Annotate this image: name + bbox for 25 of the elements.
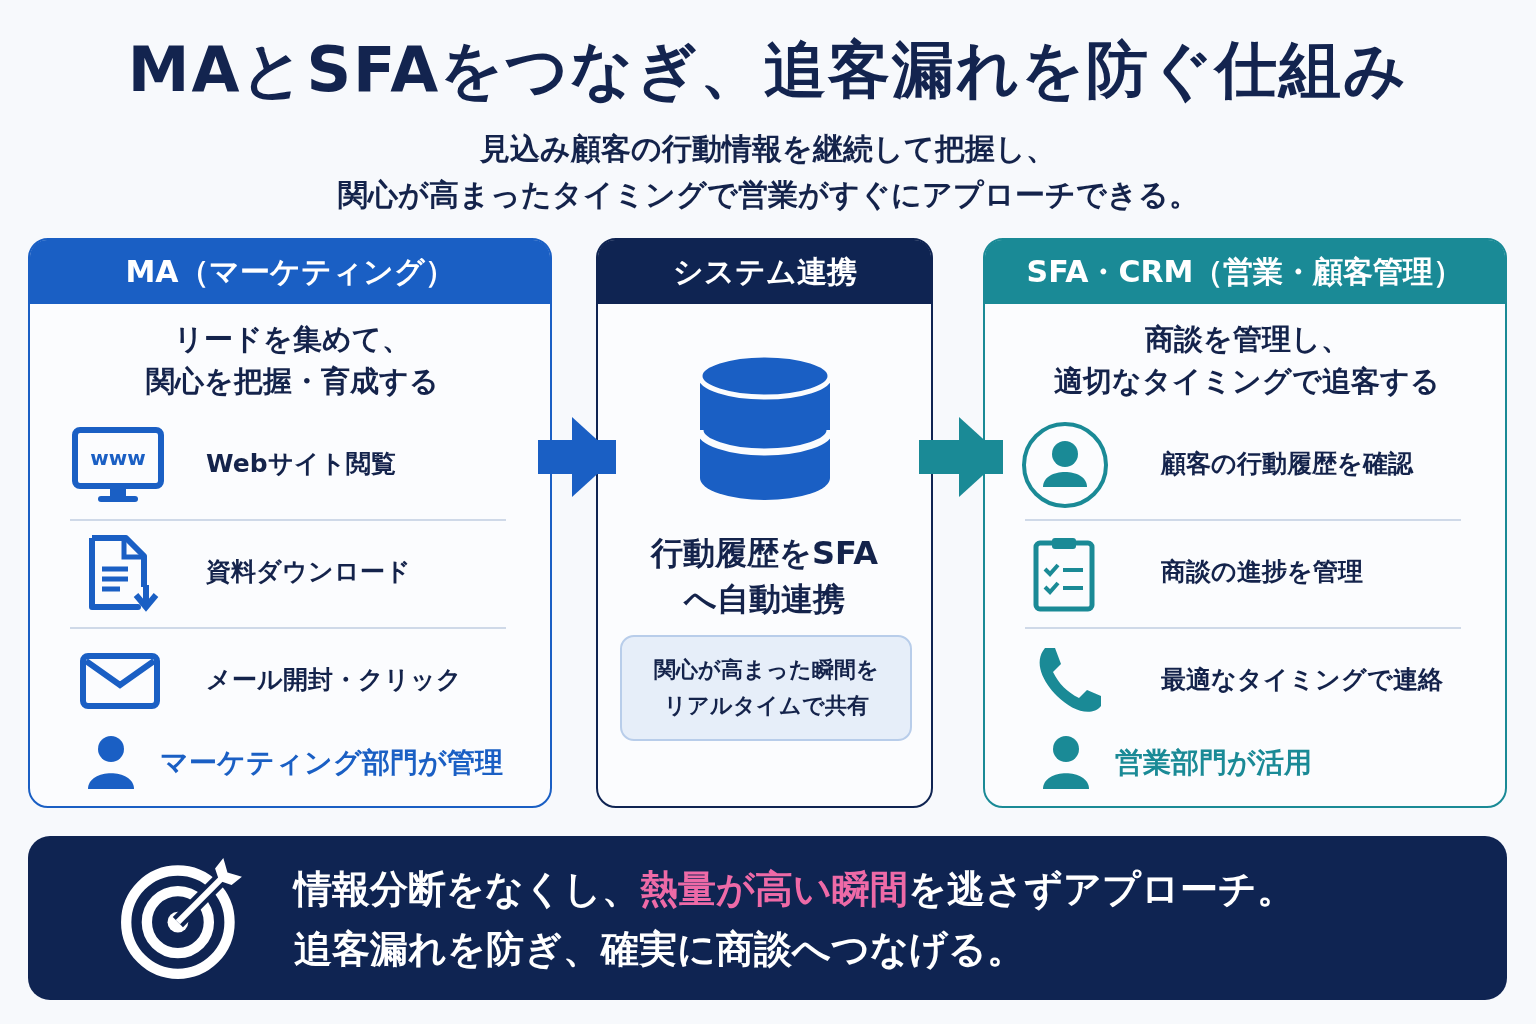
item-text: 資料ダウンロード <box>206 556 411 588</box>
item-text: メール開封・クリック <box>206 664 462 696</box>
team-text: 営業部門が活用 <box>1115 745 1312 781</box>
message-banner <box>28 836 1507 1000</box>
panel-card <box>983 238 1507 808</box>
item-text: Webサイト閲覧 <box>206 448 396 480</box>
arrow <box>538 417 616 497</box>
arrow <box>919 417 1003 497</box>
highlight-box: 関心が高まった瞬間をリアルタイムで共有 <box>620 635 912 741</box>
item-text: 商談の進捗を管理 <box>1161 556 1363 588</box>
item-text: 顧客の行動履歴を確認 <box>1161 448 1413 480</box>
message-text: 情報分断をなくし、熱量が高い瞬間を逃さずアプローチ。 <box>294 866 1295 913</box>
panel-card <box>596 238 933 808</box>
team-text: マーケティング部門が管理 <box>160 745 503 781</box>
subtitle: 見込み顧客の行動情報を継続して把握し、関心が高まったタイミングで営業がすぐにアプローチできる。 <box>336 130 1200 214</box>
panel-lead-text: リードを集めて、関心を把握・育成する <box>144 321 440 400</box>
description-text: 行動履歴をSFAへ自動連携 <box>649 533 879 620</box>
panel-lead-text: 商談を管理し、適切なタイミングで追客する <box>1053 321 1441 400</box>
panel-header: MA（マーケティング） <box>30 240 550 304</box>
panel-header: SFA・CRM（営業・顧客管理） <box>985 240 1505 304</box>
panel-card <box>28 238 552 808</box>
panel-header: システム連携 <box>598 240 931 304</box>
title: MAとSFAをつなぎ、追客漏れを防ぐ仕組み <box>126 32 1410 108</box>
item-text: 最適なタイミングで連絡 <box>1161 664 1443 696</box>
message-text: 追客漏れを防ぎ、確実に商談へつなげる。 <box>294 926 1025 973</box>
